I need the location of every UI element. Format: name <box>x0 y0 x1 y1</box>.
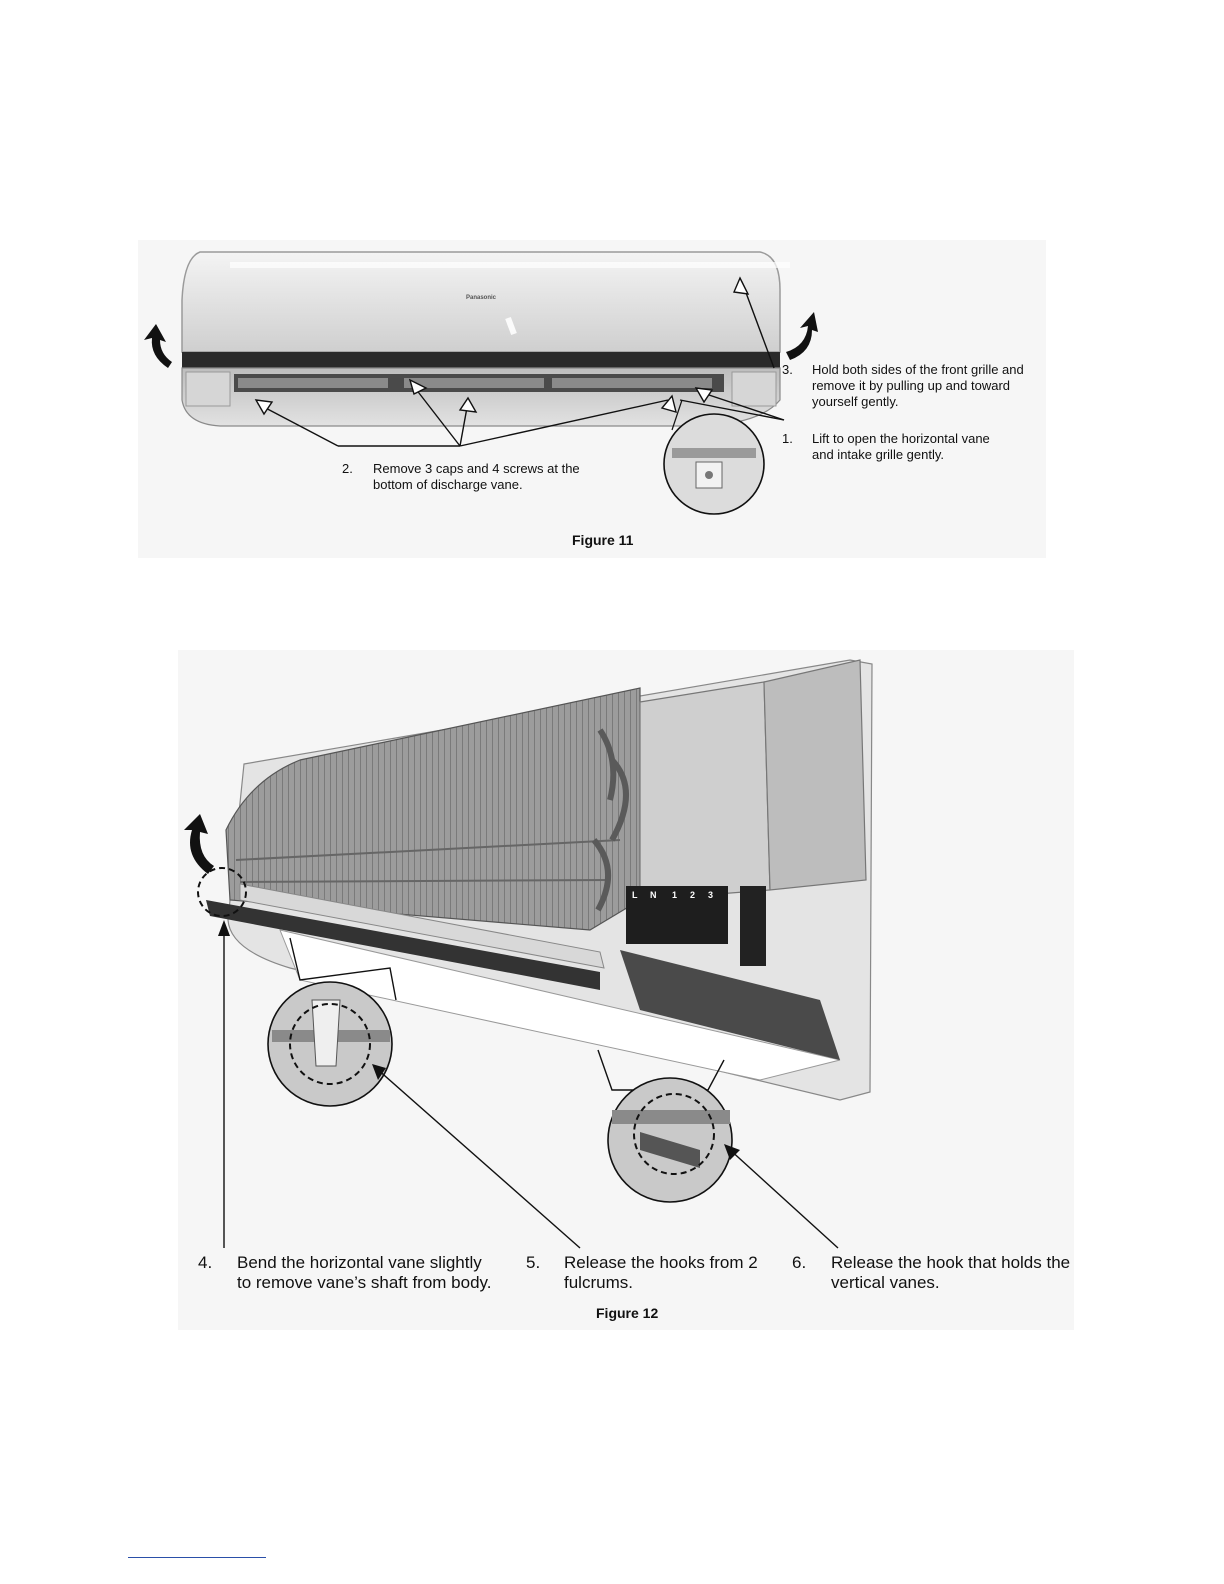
footnote-separator <box>128 1557 266 1558</box>
horizontal-vane <box>206 900 600 990</box>
terminal-label-1: 1 <box>672 890 678 900</box>
step-3-text-line-1: Hold both sides of the front grille and <box>812 362 1024 377</box>
terminal-label-2: 2 <box>690 890 696 900</box>
step-6-text-line-1: Release the hook that holds the <box>831 1253 1071 1272</box>
step-6-text-line-2: vertical vanes. <box>831 1273 940 1292</box>
step-4-text-line-1: Bend the horizontal vane slightly <box>237 1253 482 1272</box>
lift-arrow-right-icon <box>786 312 818 360</box>
figure-11-brand: Panasonic <box>466 295 497 301</box>
control-box <box>639 681 771 901</box>
step-1-text-line-1: Lift to open the horizontal vane <box>812 431 990 446</box>
lift-arrow-left-icon <box>144 324 172 368</box>
vertical-vane-hook-detail-circle <box>607 1077 733 1203</box>
step-4-text-line-2: to remove vane’s shaft from body. <box>237 1273 492 1292</box>
step-5-text-line-2: fulcrums. <box>564 1273 633 1292</box>
step-5-text-line-1: Release the hooks from 2 <box>564 1253 758 1272</box>
step-2-text-line-2: bottom of discharge vane. <box>373 477 523 492</box>
terminal-label-l: L <box>632 890 638 900</box>
figure-11-caption: Figure 11 <box>572 532 634 548</box>
step-3-text-line-3: yourself gently. <box>812 394 899 409</box>
step-3-number: 3. <box>782 362 793 377</box>
figure-12-caption: Figure 12 <box>596 1305 659 1321</box>
step-3-text-line-2: remove it by pulling up and toward <box>812 378 1011 393</box>
terminal-label-3: 3 <box>708 890 714 900</box>
terminal-label-n: N <box>650 890 657 900</box>
step-1-number: 1. <box>782 431 793 446</box>
bend-arrow-icon <box>184 814 214 874</box>
step-2-number: 2. <box>342 461 353 476</box>
ac-dark-band <box>182 352 780 368</box>
step-1-text-line-2: and intake grille gently. <box>812 447 945 462</box>
terminal-block <box>626 886 728 944</box>
step-5-number: 5. <box>526 1253 541 1272</box>
step-2-text-line-1: Remove 3 caps and 4 screws at the <box>373 461 580 476</box>
step-4-number: 4. <box>198 1253 213 1272</box>
vane-shaft-highlight <box>197 867 247 917</box>
step-6-number: 6. <box>792 1253 807 1272</box>
